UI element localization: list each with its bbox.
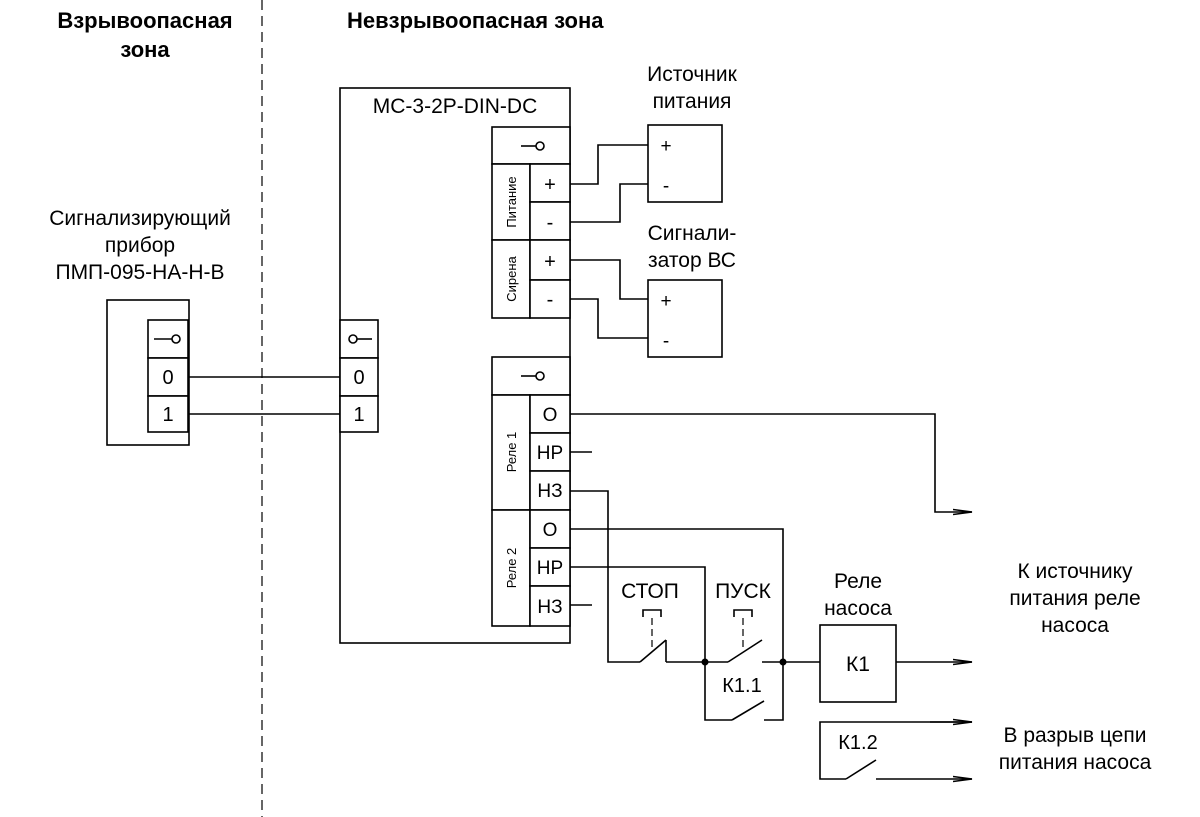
svg-text:+: + <box>660 291 671 312</box>
svg-text:ПМП-095-НА-Н-В: ПМП-095-НА-Н-В <box>55 261 224 284</box>
svg-text:Сигнализирующий: Сигнализирующий <box>49 207 231 230</box>
terminal-symbol-icon <box>154 334 181 344</box>
k12-contact-label: К1.2 <box>838 732 877 754</box>
wire-relay2-no <box>570 566 706 662</box>
wire-relay2-common <box>570 528 784 662</box>
module-title: МС-3-2P-DIN-DC <box>373 95 538 118</box>
siren-label: Сирена <box>504 255 519 301</box>
svg-text:прибор: прибор <box>105 234 175 257</box>
k11-contact <box>704 662 784 721</box>
relay2-common-pin: О <box>543 520 558 541</box>
wire-relay1-nc <box>570 490 640 663</box>
barrier-module: МС-3-2P-DIN-DC 0 1 Питание Сирена + - + … <box>339 87 571 644</box>
relay2-no-pin: НР <box>537 558 563 579</box>
hazard-zone-heading-2: зона <box>120 37 170 62</box>
svg-text:К1: К1 <box>846 653 870 676</box>
device-terminal-0: 0 <box>162 367 173 389</box>
wire-relay1-common <box>570 413 972 512</box>
siren-device: + - <box>647 279 723 358</box>
relay2-nc-pin: НЗ <box>537 597 562 618</box>
module-input-0: 0 <box>353 367 364 389</box>
k11-contact-label: К1.1 <box>722 675 761 697</box>
break-label: В разрыв цепи <box>1004 724 1147 747</box>
safe-zone-heading: Невзрывоопасная зона <box>347 8 604 33</box>
power-source-label-2: питания <box>653 90 732 113</box>
relay1-nc-pin: НЗ <box>537 481 562 502</box>
power-source: + - <box>647 124 723 203</box>
hazard-zone-heading: Взрывоопасная <box>57 8 232 33</box>
device-terminal-1: 1 <box>162 404 173 426</box>
supply-label-2: питания реле <box>1009 587 1140 610</box>
siren-device-label: Сигнали- <box>648 222 737 245</box>
siren-device-label-2: затор ВС <box>648 249 736 272</box>
stop-button-label: СТОП <box>621 580 679 603</box>
supply-label: К источнику <box>1017 560 1133 583</box>
supply-label-3: насоса <box>1041 614 1109 637</box>
signaling-device: 0 1 <box>106 299 190 446</box>
start-button-label: ПУСК <box>715 580 772 603</box>
relay2-label: Реле 2 <box>504 548 519 589</box>
pump-relay-coil: К1 <box>819 624 897 703</box>
signaling-device-label: Сигнализирующий прибор ПМП-095-НА-Н-В <box>49 207 231 284</box>
power-label: Питание <box>504 176 519 227</box>
svg-text:-: - <box>663 176 669 197</box>
terminal-symbol-icon <box>521 141 545 151</box>
wire-siren-minus <box>570 298 648 339</box>
wire-power-plus <box>570 144 648 185</box>
wire-siren-plus <box>570 259 648 300</box>
power-source-label: Источник <box>647 63 737 86</box>
relay1-label: Реле 1 <box>504 432 519 473</box>
start-button <box>705 609 820 663</box>
relay1-common-pin: О <box>543 405 558 426</box>
svg-text:-: - <box>663 331 669 352</box>
terminal-symbol-icon <box>521 371 545 381</box>
siren-minus-pin: - <box>547 289 554 311</box>
svg-text:+: + <box>660 136 671 157</box>
siren-plus-pin: + <box>544 251 556 273</box>
pump-relay-label: Реле <box>834 570 882 593</box>
relay1-no-pin: НР <box>537 443 563 464</box>
power-plus-pin: + <box>544 174 556 196</box>
wire-power-minus <box>570 183 648 223</box>
break-label-2: питания насоса <box>999 751 1152 774</box>
terminal-symbol-icon <box>348 334 372 344</box>
module-input-1: 1 <box>353 404 364 426</box>
pump-relay-label-2: насоса <box>824 597 892 620</box>
power-minus-pin: - <box>547 212 554 234</box>
stop-button <box>639 609 705 663</box>
k12-contact <box>819 721 972 779</box>
